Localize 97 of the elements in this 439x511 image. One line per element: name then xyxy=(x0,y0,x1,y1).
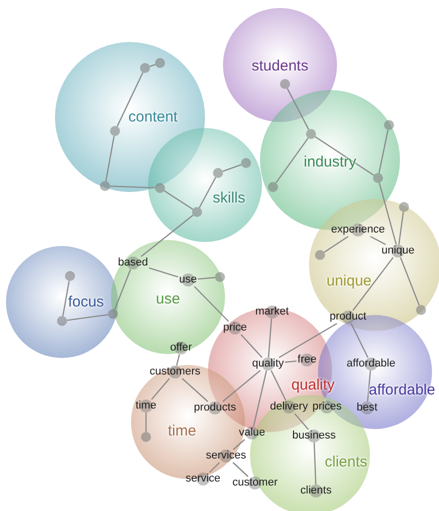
connector-line xyxy=(140,214,194,257)
connector-line xyxy=(314,442,316,485)
connector-line xyxy=(150,64,156,67)
word-label: product xyxy=(328,310,368,324)
connector-line xyxy=(114,269,131,310)
cluster-label: students xyxy=(252,58,308,74)
connector-line xyxy=(232,462,248,477)
node-dot xyxy=(65,271,75,281)
word-label: market xyxy=(254,306,290,318)
node-dot xyxy=(399,202,409,212)
word-label: prices xyxy=(311,400,343,414)
word-label: delivery xyxy=(269,400,309,414)
connector-line xyxy=(110,186,156,188)
connector-line xyxy=(198,177,216,208)
word-label: service xyxy=(184,472,222,486)
cluster-label: content xyxy=(128,108,178,126)
cluster-label: focus xyxy=(68,294,104,310)
connector-line xyxy=(116,72,144,127)
node-dot xyxy=(155,183,165,193)
word-label: services xyxy=(204,450,248,462)
word-label: clients xyxy=(299,484,333,498)
word-label: value xyxy=(238,426,266,440)
connector-line xyxy=(222,370,261,402)
cluster-label: unique xyxy=(326,272,372,290)
word-label: customers xyxy=(148,366,202,378)
node-dot xyxy=(140,63,150,73)
connector-line xyxy=(164,190,194,210)
node-dot xyxy=(384,120,394,130)
connector-line xyxy=(324,236,348,253)
node-dot xyxy=(215,272,225,282)
node-dot xyxy=(268,182,278,192)
connector-line xyxy=(370,236,386,246)
node-dot xyxy=(373,173,383,183)
node-dot xyxy=(213,168,223,178)
connector-line xyxy=(222,164,242,172)
word-label: affordable xyxy=(346,358,396,370)
cluster-label: affordable xyxy=(368,382,436,398)
node-dot xyxy=(141,432,151,442)
word-label: price xyxy=(222,322,248,334)
connector-line xyxy=(275,138,309,184)
node-dot xyxy=(155,58,165,68)
word-label: products xyxy=(192,402,238,414)
connector-line xyxy=(105,136,115,182)
connector-line xyxy=(66,314,108,321)
connector-line xyxy=(148,267,178,278)
connector-line xyxy=(294,413,309,430)
connector-line xyxy=(270,370,286,401)
cluster-label: industry xyxy=(304,154,356,170)
connector-line xyxy=(194,286,230,322)
word-label: best xyxy=(356,402,378,414)
cluster-label: skills xyxy=(212,190,246,206)
node-dot xyxy=(108,309,118,319)
node-dot xyxy=(100,181,110,191)
word-label: unique xyxy=(380,244,416,258)
cluster-label: time xyxy=(168,422,196,440)
node-dot xyxy=(416,305,426,315)
node-dot xyxy=(306,129,316,139)
node-dot xyxy=(280,79,290,89)
cluster-label: clients xyxy=(324,454,368,470)
connector-line xyxy=(151,378,170,400)
node-dot xyxy=(315,250,325,260)
connector-line xyxy=(284,360,297,363)
connector-line xyxy=(400,257,420,306)
word-label: use xyxy=(178,274,198,286)
word-label: quality xyxy=(251,358,285,370)
connector-line xyxy=(232,439,246,450)
node-dot xyxy=(57,316,67,326)
connector-line xyxy=(240,334,262,358)
connector-line xyxy=(176,354,180,366)
connector-line xyxy=(352,257,394,311)
cluster-label: use xyxy=(156,290,180,308)
connector-line xyxy=(314,136,374,176)
connector-line xyxy=(62,280,70,316)
word-label: time xyxy=(134,400,158,412)
node-dot xyxy=(241,158,251,168)
word-label: customer xyxy=(231,476,279,490)
connector-line xyxy=(198,276,216,280)
connector-line xyxy=(278,322,338,358)
node-dot xyxy=(110,126,120,136)
word-label: based xyxy=(117,256,149,270)
connector-line xyxy=(182,378,208,402)
word-label: experience xyxy=(330,224,386,236)
word-label: offer xyxy=(169,342,193,354)
cluster-label: quality xyxy=(291,376,335,394)
node-dot xyxy=(192,207,202,217)
connector-line xyxy=(378,182,397,245)
connector-line xyxy=(268,318,272,358)
connector-line xyxy=(145,412,147,432)
connector-line xyxy=(367,370,371,402)
connector-line xyxy=(209,462,220,473)
cluster-circle xyxy=(111,240,225,354)
connector-line xyxy=(252,370,268,427)
word-label: free xyxy=(296,354,318,366)
word-label: business xyxy=(291,430,337,442)
connector-line xyxy=(398,212,404,245)
connector-line xyxy=(378,130,389,174)
connector-line xyxy=(350,323,368,358)
